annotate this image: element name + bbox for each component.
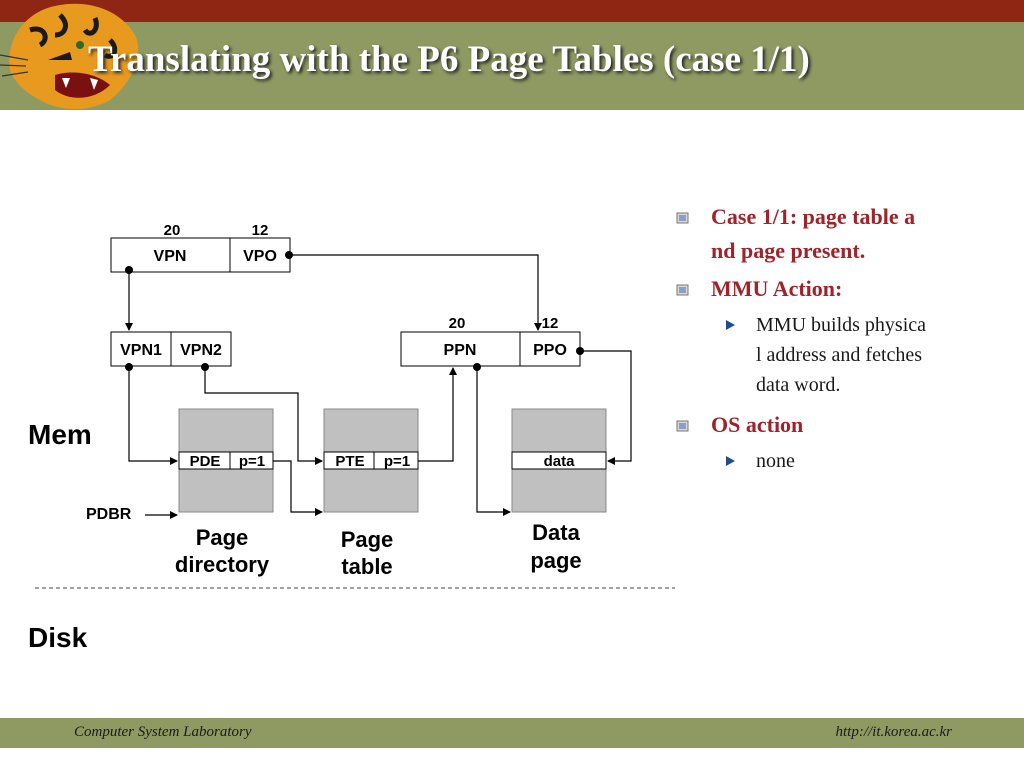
bullet-case: Case 1/1: page table a nd page present. bbox=[676, 200, 996, 268]
page-table-caption-2: table bbox=[341, 554, 392, 579]
vpn-field: VPN bbox=[154, 248, 187, 265]
bullet-icon bbox=[676, 284, 689, 296]
data-page-caption-1: Data bbox=[532, 520, 580, 545]
data-word: data bbox=[544, 453, 576, 470]
header-top-bar bbox=[0, 0, 1024, 22]
sub-bullet-os: none bbox=[676, 446, 996, 476]
disk-label: Disk bbox=[28, 622, 88, 653]
page-directory-caption-1: Page bbox=[196, 525, 249, 550]
physical-address-box: 20 12 PPN PPO bbox=[400, 315, 581, 367]
pte-entry: PTE bbox=[335, 453, 364, 470]
data-page-block: data bbox=[511, 408, 607, 513]
bullet-icon bbox=[676, 212, 689, 224]
footer-lab-name: Computer System Laboratory bbox=[74, 724, 252, 740]
vpn1-field: VPN1 bbox=[120, 342, 162, 359]
vpo-field: VPO bbox=[243, 248, 277, 265]
vpn-split-box: VPN1 VPN2 bbox=[110, 331, 232, 367]
vpo-bits-label: 12 bbox=[252, 222, 269, 239]
footer-band bbox=[0, 718, 1024, 748]
pde-entry: PDE bbox=[190, 453, 221, 470]
sub-bullet-mmu-line2: l address and fetches bbox=[756, 344, 923, 366]
bullet-list: Case 1/1: page table a nd page present. … bbox=[676, 200, 996, 484]
connector-dots bbox=[125, 251, 584, 371]
ppn-field: PPN bbox=[444, 342, 477, 359]
pde-present-flag: p=1 bbox=[239, 453, 265, 470]
sub-bullet-mmu: MMU builds physica l address and fetches… bbox=[676, 310, 996, 400]
triangle-bullet-icon bbox=[726, 320, 735, 330]
bullet-case-line1: Case 1/1: page table a bbox=[711, 204, 916, 229]
bullet-case-line2: nd page present. bbox=[711, 238, 866, 263]
page-directory-block: PDE p=1 bbox=[178, 408, 274, 513]
tiger-logo-icon bbox=[0, 3, 139, 109]
sub-bullet-mmu-line3: data word. bbox=[756, 374, 841, 396]
mem-label: Mem bbox=[28, 419, 92, 450]
page-directory-caption-2: directory bbox=[175, 552, 270, 577]
page-table-caption-1: Page bbox=[341, 527, 394, 552]
sub-bullet-os-text: none bbox=[756, 450, 795, 472]
triangle-bullet-icon bbox=[726, 456, 735, 466]
page-table-block: PTE p=1 bbox=[323, 408, 419, 513]
bullet-mmu-action-text: MMU Action: bbox=[711, 276, 843, 301]
pdbr-label: PDBR bbox=[86, 506, 132, 523]
pte-present-flag: p=1 bbox=[384, 453, 410, 470]
translation-arrows bbox=[125, 254, 632, 519]
ppn-bits-label: 20 bbox=[449, 315, 466, 332]
footer-url: http://it.korea.ac.kr bbox=[835, 724, 953, 740]
vpn-bits-label: 20 bbox=[164, 222, 181, 239]
slide-title: Translating with the P6 Page Tables (cas… bbox=[88, 39, 810, 80]
ppo-bits-label: 12 bbox=[542, 315, 559, 332]
ppo-field: PPO bbox=[533, 342, 567, 359]
header-band bbox=[0, 22, 1024, 110]
sub-bullet-mmu-line1: MMU builds physica bbox=[756, 314, 926, 336]
bullet-mmu-action: MMU Action: bbox=[676, 272, 996, 306]
virtual-address-box: 20 12 VPN VPO bbox=[110, 222, 291, 273]
data-page-caption-2: page bbox=[530, 548, 581, 573]
bullet-os-action-text: OS action bbox=[711, 412, 804, 437]
vpn2-field: VPN2 bbox=[180, 342, 222, 359]
bullet-os-action: OS action bbox=[676, 408, 996, 442]
bullet-icon bbox=[676, 420, 689, 432]
